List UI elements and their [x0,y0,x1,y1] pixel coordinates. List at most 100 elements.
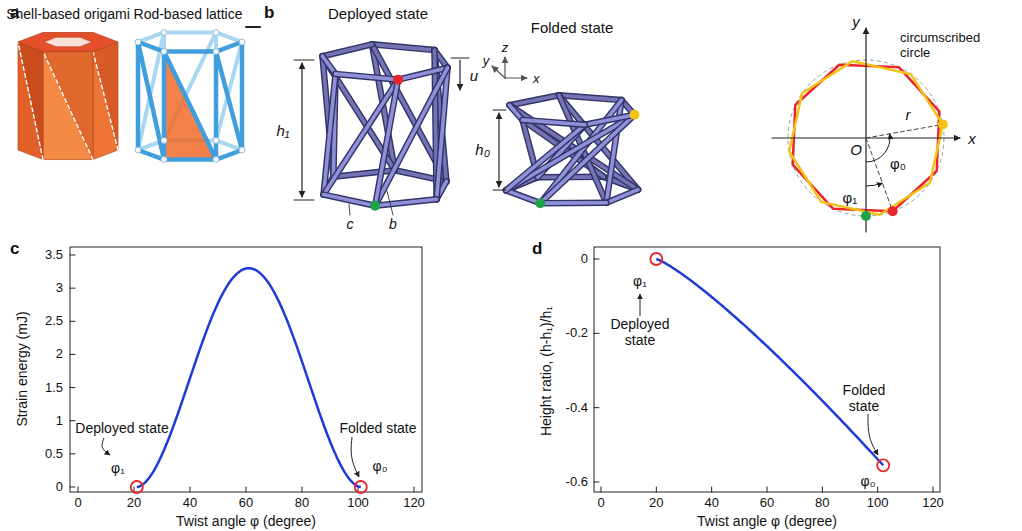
tick-label: 0 [597,496,604,511]
axis-triad [505,77,527,78]
tick-label: 1 [56,413,63,428]
lattice-illustration [216,150,242,160]
energy-chart [246,487,247,492]
callout-note: circumscribed circle [900,31,995,61]
lattice-illustration [161,49,167,55]
state-title: Deployed state [328,5,428,22]
deployed-lattice [333,170,394,177]
lattice-illustration [240,42,245,150]
origami-illustration [18,42,43,160]
tick-label: 2.5 [45,314,63,329]
axis-name: y [852,13,860,30]
panel-letter: d [532,239,542,259]
height-chart [767,487,768,492]
origami-illustration [18,42,43,160]
energy-chart [78,487,79,492]
scale-bar [246,26,260,28]
energy-chart [190,487,191,492]
annotation: Deployed state [609,316,671,348]
dimension-line [301,63,302,197]
deployed-lattice [335,74,398,80]
origami-illustration [44,37,92,47]
deployed-lattice [375,199,436,206]
folded-lattice [606,190,638,203]
axis-triad [492,66,505,78]
energy-chart [70,420,75,421]
folded-lattice [506,190,540,203]
dimension-line [459,60,460,90]
folded-lattice [585,115,635,125]
axis-name: z [502,41,509,56]
tick-label: 3 [56,281,63,296]
tick-label: 0 [581,252,588,267]
lattice-illustration [213,157,219,163]
energy-chart [137,268,361,487]
twist-geometry [866,134,890,162]
folded-lattice [606,190,638,203]
height-chart [594,333,599,334]
deployed-lattice [372,44,435,50]
energy-chart [70,255,75,256]
folded-lattice [522,120,585,125]
annotation: Deployed state [75,420,168,436]
lattice-illustration [216,42,242,140]
height-chart [877,459,889,471]
angle-label: φ₀ [861,473,876,489]
lattice-illustration [136,42,141,150]
leader-line [387,191,393,215]
folded-lattice [630,110,640,120]
tick-label: -0.2 [566,326,588,341]
radius-label: r [906,106,911,123]
lattice-illustration [162,52,167,160]
dimension-line [294,58,506,200]
height-chart [656,487,657,492]
twist-geometry [866,138,893,211]
axis-title: Twist angle φ (degree) [176,513,316,529]
energy-chart [351,437,359,477]
folded-lattice [540,201,606,205]
deployed-lattice [322,44,372,56]
lattice-illustration [216,52,242,150]
deployed-lattice [322,56,335,74]
axis-title: Strain energy (mJ) [14,311,30,426]
tick-label: 20 [649,496,663,511]
axis-name: y [483,54,490,69]
deployed-lattice [322,56,335,74]
folded-lattice [540,200,606,207]
angle-label: φ₀ [890,155,906,172]
height-chart [868,414,878,455]
lattice-illustration [164,30,216,34]
tick-label: 0 [74,496,81,511]
origami-illustration [43,52,93,160]
tick-label: 40 [183,496,197,511]
folded-lattice [585,115,635,125]
energy-chart [131,481,143,493]
axis-triad [492,57,527,78]
deployed-lattice [372,44,435,50]
energy-chart [70,321,75,322]
tick-label: 100 [347,496,369,511]
folded-lattice [506,125,585,191]
height-chart [594,482,599,483]
origami-illustration [43,52,93,160]
lattice-illustration [213,29,219,35]
lattice-illustration [138,42,164,160]
twist-geometry [772,28,960,232]
energy-chart [70,288,75,289]
energy-chart [70,487,75,488]
folded-lattice [535,198,545,208]
tick-label: 100 [867,496,889,511]
deployed-lattice [375,80,398,206]
twist-geometry [938,119,948,129]
energy-chart [70,453,75,454]
folded-lattice [559,95,622,100]
deployed-lattice [375,199,436,206]
energy-chart [414,487,415,492]
origami-illustration [18,32,118,159]
height-chart [650,253,662,265]
tick-label: 60 [239,496,253,511]
lattice-illustration [239,39,245,45]
folded-lattice [540,115,634,203]
tick-label: 0 [56,480,63,495]
panel-letter: c [10,239,19,259]
